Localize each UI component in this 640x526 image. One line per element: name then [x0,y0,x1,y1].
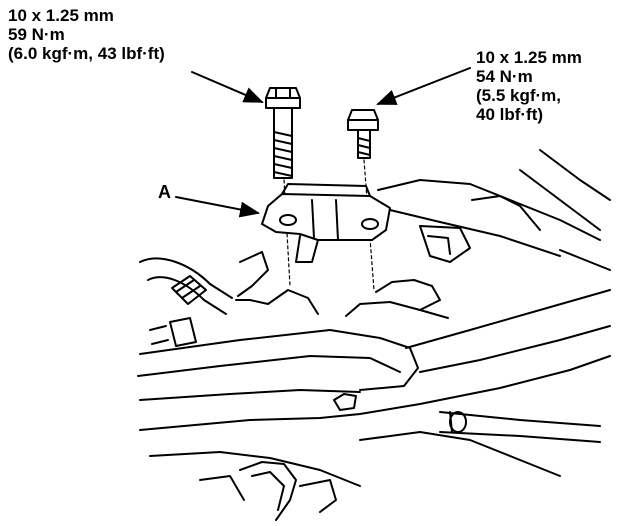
left-bolt [265,87,301,179]
right-bolt-torque-alt-1: (5.5 kgf·m, [476,86,562,105]
right-bolt-torque-alt-2: 40 lbf·ft) [476,105,544,124]
left-bolt-spec: 10 x 1.25 mm 59 N·m (6.0 kgf·m, 43 lbf·f… [8,6,165,63]
mount-bracket-a [261,183,391,263]
part-label-a: A [158,182,171,202]
mount-body [345,179,601,319]
leader-arrow-part-a [175,196,260,218]
leader-arrow-right-bolt [376,67,471,105]
lower-link [439,411,601,443]
right-bolt-spec: 10 x 1.25 mm 54 N·m (5.5 kgf·m, 40 lbf·f… [476,48,582,124]
hose-assembly [139,251,319,315]
right-bolt [347,109,379,159]
left-bolt-size: 10 x 1.25 mm [8,6,114,25]
left-bolt-torque-alt: (6.0 kgf·m, 43 lbf·ft) [8,44,165,63]
lower-components [149,431,561,521]
frame-edge-right [519,149,611,271]
right-bolt-size: 10 x 1.25 mm [476,48,582,67]
leader-arrow-left-bolt [191,71,264,103]
subframe-crossmember [137,289,611,431]
left-bolt-torque: 59 N·m [8,25,65,44]
right-bolt-torque: 54 N·m [476,67,533,86]
alignment-line-right [363,159,375,291]
